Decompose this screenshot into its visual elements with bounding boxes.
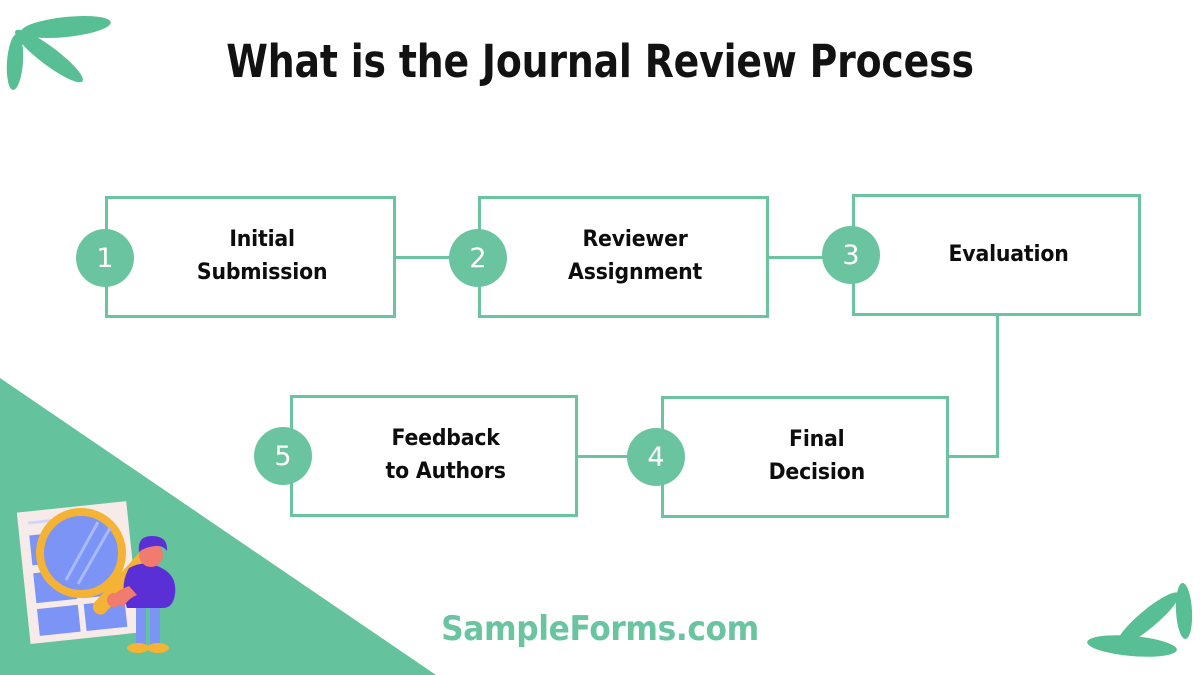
flow-step-box-4[interactable]: Final Decision — [661, 396, 949, 518]
connector-step3-down — [996, 314, 999, 458]
connector-step2-step3 — [767, 256, 829, 259]
brand-footer: SampleForms.com — [441, 609, 759, 649]
flow-step-label-1: Initial Submission — [197, 227, 328, 285]
page-title: What is the Journal Review Process — [226, 35, 974, 88]
flow-step-label-5: Feedback to Authors — [385, 426, 507, 484]
step-number-circle-2[interactable]: 2 — [449, 229, 507, 287]
connector-step4-step5 — [576, 455, 634, 458]
step-number-circle-3[interactable]: 3 — [822, 226, 880, 284]
flow-step-box-5[interactable]: Feedback to Authors — [290, 395, 578, 517]
step-number-circle-1[interactable]: 1 — [76, 229, 134, 287]
flow-step-label-4: Final Decision — [768, 427, 866, 485]
flow-step-label-2: Reviewer Assignment — [568, 227, 703, 285]
flow-step-box-3[interactable]: Evaluation — [852, 194, 1141, 316]
step-number-circle-4[interactable]: 4 — [627, 428, 685, 486]
person-with-magnifier-reviewing-document-illustration — [16, 501, 176, 653]
flow-step-label-3: Evaluation — [948, 241, 1069, 267]
leaf-cluster-icon-top-left — [2, 4, 118, 90]
flow-step-box-2[interactable]: Reviewer Assignment — [478, 196, 769, 318]
flow-step-box-1[interactable]: Initial Submission — [105, 196, 396, 318]
connector-down-step4 — [946, 455, 999, 458]
connector-step1-step2 — [394, 256, 456, 259]
step-number-circle-5[interactable]: 5 — [254, 427, 312, 485]
leaf-cluster-icon-bottom-right — [1084, 581, 1196, 669]
